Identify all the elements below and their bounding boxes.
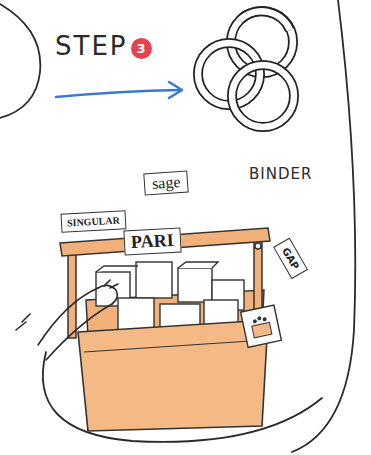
step-number: 3 [131,38,152,59]
sign-text: 3 [136,41,145,56]
binder-label: BINDER [249,165,312,183]
sage-sign: sage [143,170,189,195]
gap-sign: GAP [273,237,308,279]
singular-sign: SINGULAR [60,210,126,232]
pari-sign: PARI [123,227,181,255]
sign-text: PARI [130,229,174,252]
sign-text: SINGULAR [66,214,119,228]
sign-text: sage [151,173,181,193]
step-label: STEP [55,31,128,61]
sign-text: GAP [280,245,301,271]
